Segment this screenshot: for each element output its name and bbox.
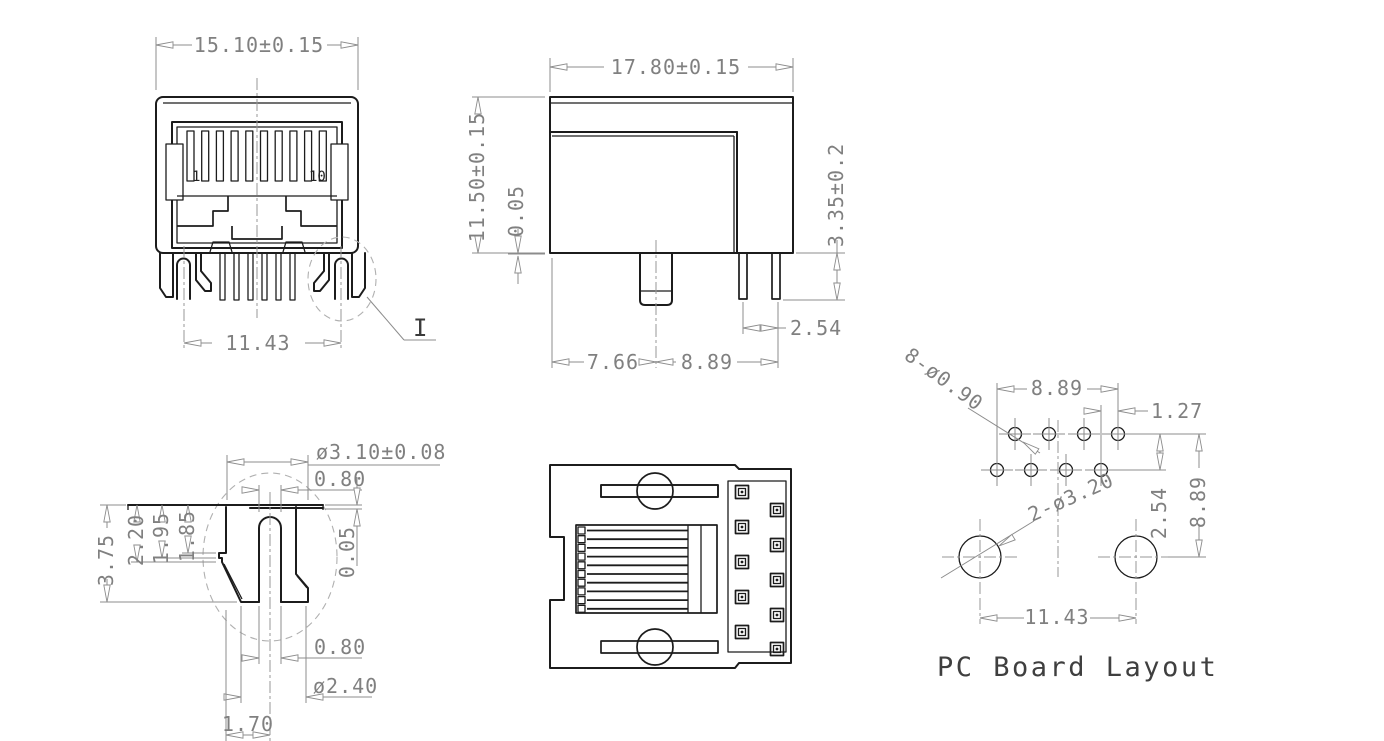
front-view: 1 10 I 15.10±0.15 — [155, 33, 436, 355]
front-width-dimension: 15.10±0.15 — [155, 33, 359, 90]
side-pin-pitch-dim-text: 2.54 — [790, 316, 842, 340]
side-pin-row-offset-dim-text: 8.89 — [681, 350, 733, 374]
side-view: 17.80±0.15 11.50±0.15 0.05 3.35±0.2 2.54 — [465, 55, 848, 374]
side-pin-pitch-dimension: 2.54 — [742, 302, 842, 368]
front-width-dim-text: 15.10±0.15 — [194, 33, 324, 57]
side-pin-2 — [771, 252, 781, 300]
detail-tip-diameter-dim-text: ø2.40 — [313, 674, 378, 698]
pcb-post-holes-note: 2-ø3.20 — [940, 468, 1117, 579]
bottom-contact-squares — [577, 526, 586, 613]
detail-tip-diameter-dimension: ø2.40 — [223, 606, 378, 703]
pcb-row-span-dimension: 8.89 — [996, 376, 1119, 458]
side-depth-dimension: 17.80±0.15 — [549, 55, 794, 92]
detail-depth1-dim-text: 1.85 — [175, 510, 199, 562]
detail-step-dimension: 0.05 — [325, 477, 362, 578]
side-pin-length-dimension: 3.35±0.2 — [783, 143, 848, 301]
front-right-snap-post — [313, 252, 366, 300]
pcb-stagger-dimension: 1.27 — [1083, 399, 1203, 458]
bottom-view — [549, 464, 792, 669]
side-height-dimension: 11.50±0.15 — [465, 96, 545, 254]
side-body-outline — [549, 96, 794, 254]
detail-post-height-dim-text: 3.75 — [94, 534, 118, 586]
side-pin-1 — [738, 252, 748, 300]
detail-slot-top-dim-text: 0.80 — [314, 467, 366, 491]
detail-boundary-circle — [202, 472, 338, 642]
detail-left-leg — [218, 506, 260, 603]
detail-i-label: I — [413, 314, 427, 342]
bottom-top-post — [636, 472, 674, 510]
detail-depth2-dim-text: 1.95 — [149, 512, 173, 564]
front-post-span-dim-text: 11.43 — [225, 331, 290, 355]
pcb-column-height-dim-text: 8.89 — [1186, 476, 1210, 528]
detail-half-width-dim-text: 1.70 — [222, 712, 274, 736]
side-bottom-dimensions: 7.66 8.89 — [551, 258, 779, 374]
detail-post-diameter-dim-text: ø3.10±0.08 — [316, 440, 446, 464]
pcb-post-span-dimension: 11.43 — [979, 598, 1137, 629]
pcb-pin-holes-note: 8-ø0.90 — [900, 343, 1041, 455]
side-height-dim-text: 11.50±0.15 — [465, 112, 489, 242]
detail-depth3-dim-text: 2.20 — [124, 514, 148, 566]
pcb-post-holes — [942, 519, 1174, 595]
detail-view: ø3.10±0.08 0.80 1.85 1.95 2.20 — [94, 440, 446, 741]
pcb-layout-view: 8.89 1.27 2.54 8.89 11.43 — [900, 343, 1218, 683]
detail-left-dimensions: 1.85 1.95 2.20 3.75 — [94, 504, 237, 603]
pcb-pin-holes-note-text: 8-ø0.90 — [900, 343, 988, 416]
side-standoff-dim-text: 0.05 — [504, 185, 528, 237]
bottom-contact-block — [575, 524, 718, 614]
detail-circle — [307, 236, 377, 322]
pcb-row-span-dim-text: 8.89 — [1031, 376, 1083, 400]
pcb-pin-holes — [981, 418, 1134, 486]
pcb-row-pitch-dimension: 2.54 — [1109, 433, 1206, 539]
side-standoff-dimension: 0.05 — [504, 185, 545, 284]
front-left-latch-window — [165, 143, 184, 201]
side-pin-length-dim-text: 3.35±0.2 — [824, 143, 848, 247]
pin-10-label: 10 — [309, 169, 326, 185]
pin-1-label: 1 — [192, 169, 200, 185]
bottom-contact-lines — [587, 529, 688, 610]
side-post-offset-dim-text: 7.66 — [587, 350, 639, 374]
detail-slot-bottom-dimension: 0.80 — [241, 606, 366, 664]
detail-step-dim-text: 0.05 — [335, 526, 359, 578]
front-left-snap-post — [159, 252, 212, 300]
front-right-latch-window — [330, 143, 349, 201]
pcb-stagger-dim-text: 1.27 — [1151, 399, 1203, 423]
pcb-caption: PC Board Layout — [937, 652, 1218, 683]
side-depth-dim-text: 17.80±0.15 — [611, 55, 741, 79]
front-contact-comb — [186, 130, 327, 182]
pcb-row-pitch-dim-text: 2.54 — [1147, 487, 1171, 539]
front-contact-tails — [219, 252, 296, 301]
pcb-post-holes-note-text: 2-ø3.20 — [1024, 468, 1117, 527]
detail-right-leg — [280, 506, 309, 603]
bottom-body-outline — [549, 464, 792, 669]
bottom-bottom-post — [636, 628, 674, 666]
pcb-post-span-dim-text: 11.43 — [1024, 605, 1089, 629]
pcb-column-height-dimension: 8.89 — [1168, 433, 1210, 558]
detail-half-width-dimension: 1.70 — [222, 610, 274, 741]
front-post-span-dimension: 11.43 — [183, 331, 342, 355]
detail-slot-bottom-dim-text: 0.80 — [314, 635, 366, 659]
detail-post-diameter-dimension: ø3.10±0.08 — [226, 440, 446, 500]
bottom-solder-pads — [734, 484, 785, 657]
